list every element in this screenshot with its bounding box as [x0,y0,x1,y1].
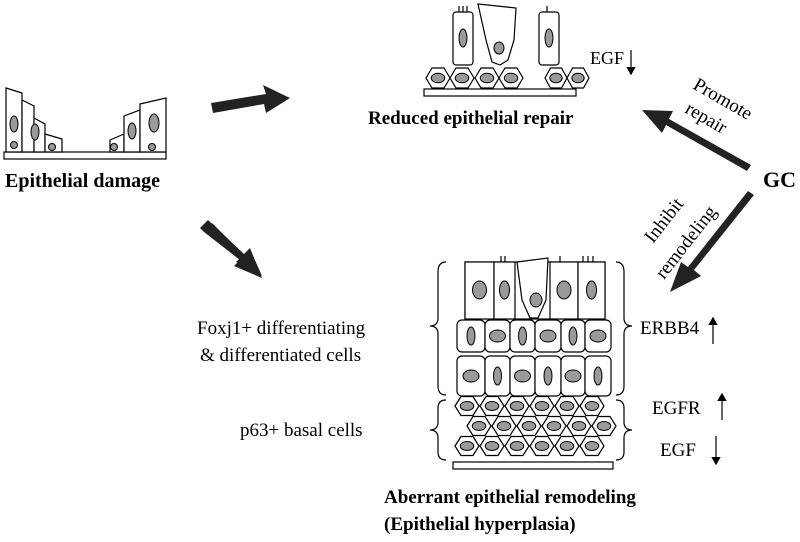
repair-epithelium-illustration [423,3,590,97]
gc-inhibit-remodeling-arrow [670,191,754,292]
egfr-label: EGFR [652,398,701,419]
egf-repair-label: EGF [590,48,624,68]
erbb4-brace [615,261,633,396]
egfr-egf-brace [615,399,633,461]
epithelial-damage-label: Epithelial damage [5,170,160,192]
erbb4-label: ERBB4 [640,318,700,339]
foxj1-label-2: & differentiated cells [200,345,361,366]
foxj1-brace [429,261,447,396]
gc-promote-repair-arrow [642,110,751,171]
damage-to-repair-arrow [211,85,290,113]
p63-brace [429,399,447,461]
foxj1-label-1: Foxj1+ differentiating [197,318,366,339]
egf-remodeling-label: EGF [660,440,696,461]
hyperplasia-epithelium-illustration [452,256,617,470]
p63-label: p63+ basal cells [240,420,363,441]
hyperplasia-label: (Epithelial hyperplasia) [384,514,576,535]
aberrant-remodeling-label: Aberrant epithelial remodeling [384,487,636,508]
gc-label: GC [763,167,796,192]
damaged-epithelium-illustration [3,87,167,160]
reduced-repair-label: Reduced epithelial repair [368,108,574,129]
